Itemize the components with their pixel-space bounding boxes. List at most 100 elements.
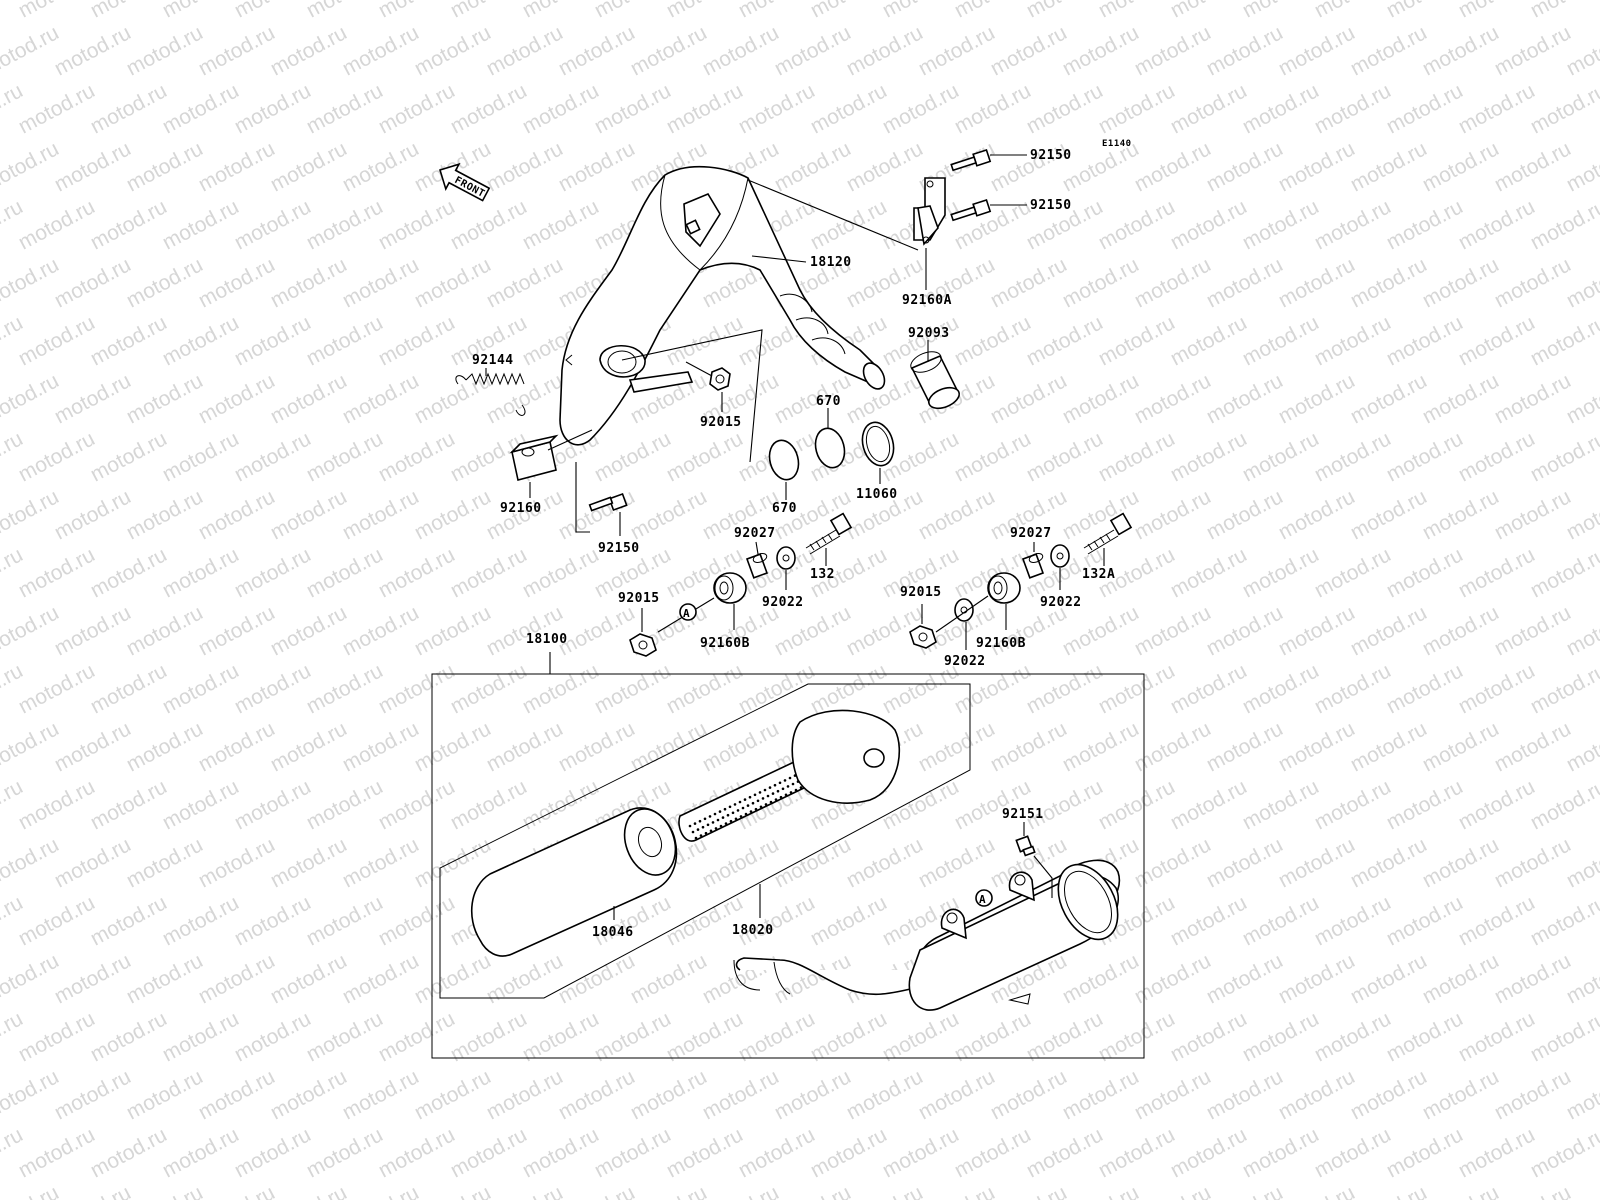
svg-text:motod.ru: motod.ru — [303, 311, 387, 370]
muffler-assembly-frame — [431, 673, 1145, 1059]
svg-text:motod.ru: motod.ru — [1095, 0, 1179, 22]
svg-text:motod.ru: motod.ru — [159, 0, 243, 22]
svg-text:motod.ru: motod.ru — [267, 21, 351, 80]
svg-text:motod.ru: motod.ru — [1491, 1065, 1575, 1124]
svg-text:motod.ru: motod.ru — [807, 79, 891, 138]
bolt-132 — [805, 512, 853, 555]
svg-text:motod.ru: motod.ru — [1275, 485, 1359, 544]
svg-text:motod.ru: motod.ru — [267, 833, 351, 892]
svg-text:motod.ru: motod.ru — [1059, 1181, 1143, 1200]
svg-text:motod.ru: motod.ru — [843, 1181, 927, 1200]
svg-text:motod.ru: motod.ru — [699, 21, 783, 80]
svg-text:motod.ru: motod.ru — [447, 543, 531, 602]
svg-text:motod.ru: motod.ru — [195, 717, 279, 776]
svg-text:motod.ru: motod.ru — [1311, 79, 1395, 138]
svg-text:motod.ru: motod.ru — [1347, 1065, 1431, 1124]
svg-text:motod.ru: motod.ru — [1203, 137, 1287, 196]
svg-text:motod.ru: motod.ru — [663, 427, 747, 486]
svg-text:motod.ru: motod.ru — [1131, 717, 1215, 776]
svg-text:motod.ru: motod.ru — [15, 427, 99, 486]
svg-text:motod.ru: motod.ru — [771, 833, 855, 892]
svg-text:motod.ru: motod.ru — [1419, 21, 1503, 80]
svg-text:motod.ru: motod.ru — [375, 659, 459, 718]
svg-text:motod.ru: motod.ru — [231, 1007, 315, 1066]
svg-text:motod.ru: motod.ru — [1275, 253, 1359, 312]
svg-text:motod.ru: motod.ru — [807, 1123, 891, 1182]
svg-text:motod.ru: motod.ru — [1203, 21, 1287, 80]
svg-text:motod.ru: motod.ru — [1203, 1065, 1287, 1124]
label-92093: 92093 — [908, 326, 950, 341]
perforations — [688, 774, 803, 840]
svg-text:motod.ru: motod.ru — [339, 1065, 423, 1124]
svg-text:motod.ru: motod.ru — [1527, 311, 1600, 370]
svg-text:motod.ru: motod.ru — [123, 601, 207, 660]
svg-text:motod.ru: motod.ru — [447, 659, 531, 718]
svg-text:motod.ru: motod.ru — [591, 0, 675, 22]
svg-text:motod.ru: motod.ru — [51, 949, 135, 1008]
label-92015-top: 92015 — [700, 415, 742, 430]
svg-text:motod.ru: motod.ru — [1059, 717, 1143, 776]
svg-text:motod.ru: motod.ru — [1023, 775, 1107, 834]
svg-text:motod.ru: motod.ru — [1491, 21, 1575, 80]
svg-text:motod.ru: motod.ru — [303, 1123, 387, 1182]
svg-text:motod.ru: motod.ru — [1239, 195, 1323, 254]
svg-text:motod.ru: motod.ru — [555, 137, 639, 196]
svg-text:motod.ru: motod.ru — [1275, 1065, 1359, 1124]
svg-text:motod.ru: motod.ru — [1203, 833, 1287, 892]
svg-text:motod.ru: motod.ru — [1203, 1181, 1287, 1200]
svg-text:motod.ru: motod.ru — [1239, 891, 1323, 950]
svg-text:motod.ru: motod.ru — [339, 717, 423, 776]
svg-text:motod.ru: motod.ru — [663, 0, 747, 22]
svg-text:motod.ru: motod.ru — [1383, 195, 1467, 254]
svg-text:motod.ru: motod.ru — [87, 775, 171, 834]
label-92027-right: 92027 — [1010, 526, 1052, 541]
svg-text:motod.ru: motod.ru — [375, 775, 459, 834]
svg-text:motod.ru: motod.ru — [699, 833, 783, 892]
svg-text:motod.ru: motod.ru — [627, 949, 711, 1008]
label-92022-right: 92022 — [1040, 595, 1082, 610]
svg-text:motod.ru: motod.ru — [87, 1123, 171, 1182]
svg-text:motod.ru: motod.ru — [1455, 79, 1539, 138]
svg-text:motod.ru: motod.ru — [0, 253, 63, 312]
svg-text:motod.ru: motod.ru — [87, 0, 171, 22]
svg-text:motod.ru: motod.ru — [519, 775, 603, 834]
svg-text:motod.ru: motod.ru — [1491, 369, 1575, 428]
svg-text:motod.ru: motod.ru — [231, 195, 315, 254]
svg-text:motod.ru: motod.ru — [195, 485, 279, 544]
svg-text:motod.ru: motod.ru — [771, 137, 855, 196]
svg-text:motod.ru: motod.ru — [411, 717, 495, 776]
svg-text:motod.ru: motod.ru — [1383, 775, 1467, 834]
svg-text:motod.ru: motod.ru — [987, 253, 1071, 312]
svg-text:motod.ru: motod.ru — [735, 891, 819, 950]
svg-text:motod.ru: motod.ru — [843, 137, 927, 196]
svg-text:motod.ru: motod.ru — [123, 21, 207, 80]
svg-text:motod.ru: motod.ru — [555, 1065, 639, 1124]
svg-text:motod.ru: motod.ru — [1275, 717, 1359, 776]
svg-text:motod.ru: motod.ru — [1203, 717, 1287, 776]
svg-text:motod.ru: motod.ru — [1527, 1123, 1600, 1182]
svg-text:motod.ru: motod.ru — [1311, 543, 1395, 602]
svg-text:motod.ru: motod.ru — [1167, 0, 1251, 22]
svg-text:motod.ru: motod.ru — [375, 543, 459, 602]
label-92150-middle: 92150 — [1030, 198, 1072, 213]
svg-text:motod.ru: motod.ru — [195, 949, 279, 1008]
svg-text:motod.ru: motod.ru — [1131, 1181, 1215, 1200]
svg-text:motod.ru: motod.ru — [519, 195, 603, 254]
label-92027-left: 92027 — [734, 526, 776, 541]
svg-text:motod.ru: motod.ru — [267, 253, 351, 312]
svg-text:motod.ru: motod.ru — [87, 79, 171, 138]
svg-text:motod.ru: motod.ru — [15, 0, 99, 22]
svg-text:motod.ru: motod.ru — [1347, 137, 1431, 196]
svg-text:motod.ru: motod.ru — [51, 253, 135, 312]
svg-text:motod.ru: motod.ru — [591, 659, 675, 718]
svg-text:motod.ru: motod.ru — [1131, 485, 1215, 544]
bracket-92160A — [913, 177, 946, 246]
svg-text:motod.ru: motod.ru — [663, 659, 747, 718]
svg-text:motod.ru: motod.ru — [915, 21, 999, 80]
svg-text:motod.ru: motod.ru — [447, 0, 531, 22]
svg-text:motod.ru: motod.ru — [627, 717, 711, 776]
svg-text:motod.ru: motod.ru — [159, 195, 243, 254]
svg-text:motod.ru: motod.ru — [1239, 79, 1323, 138]
svg-text:motod.ru: motod.ru — [267, 601, 351, 660]
svg-text:motod.ru: motod.ru — [0, 717, 63, 776]
